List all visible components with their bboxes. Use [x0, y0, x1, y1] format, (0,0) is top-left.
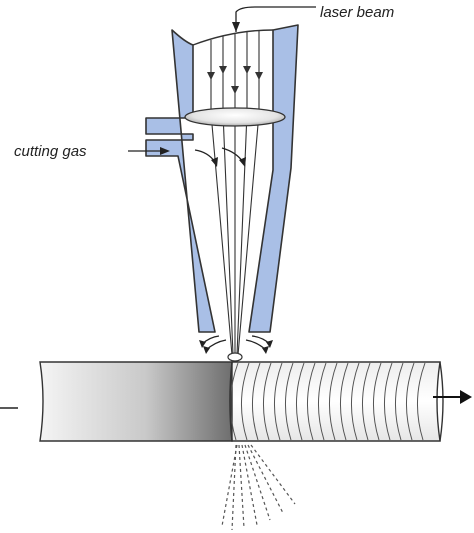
striation-line [306, 362, 316, 441]
striation-line [284, 362, 294, 441]
focus-point [227, 352, 243, 362]
striation-line [350, 362, 360, 441]
striation-line [328, 362, 338, 441]
nozzle-left-wall [145, 29, 216, 333]
ray-arrowheads [207, 66, 263, 94]
kerf-striations [229, 362, 426, 441]
laser-rays [210, 31, 260, 356]
workpiece-uncut [39, 361, 233, 442]
cutting-gas-label: cutting gas [14, 143, 87, 160]
laser-beam-label: laser beam [320, 4, 394, 21]
feed-direction-arrow [433, 390, 472, 404]
striation-line [295, 362, 305, 441]
laser-beam-callout [232, 6, 316, 32]
striation-line [361, 362, 371, 441]
cutting-gas-arrow [128, 147, 170, 155]
striation-line [372, 362, 382, 441]
nozzle-top-opening [192, 29, 274, 46]
striation-line [240, 362, 250, 441]
melt-spray [221, 444, 296, 531]
striation-line [416, 362, 426, 441]
cut-front [229, 361, 233, 442]
gas-flow-arrowheads [211, 157, 246, 167]
striation-line [383, 362, 393, 441]
gas-flow-arrows [194, 147, 244, 163]
striation-line [405, 362, 415, 441]
striation-line [262, 362, 272, 441]
striation-line [394, 362, 404, 441]
striation-line [339, 362, 349, 441]
striation-line [273, 362, 283, 441]
focusing-lens [184, 107, 286, 127]
nozzle-right-wall [248, 24, 299, 333]
striation-line [251, 362, 261, 441]
gas-escape-arrows [201, 335, 271, 351]
striation-line [317, 362, 327, 441]
